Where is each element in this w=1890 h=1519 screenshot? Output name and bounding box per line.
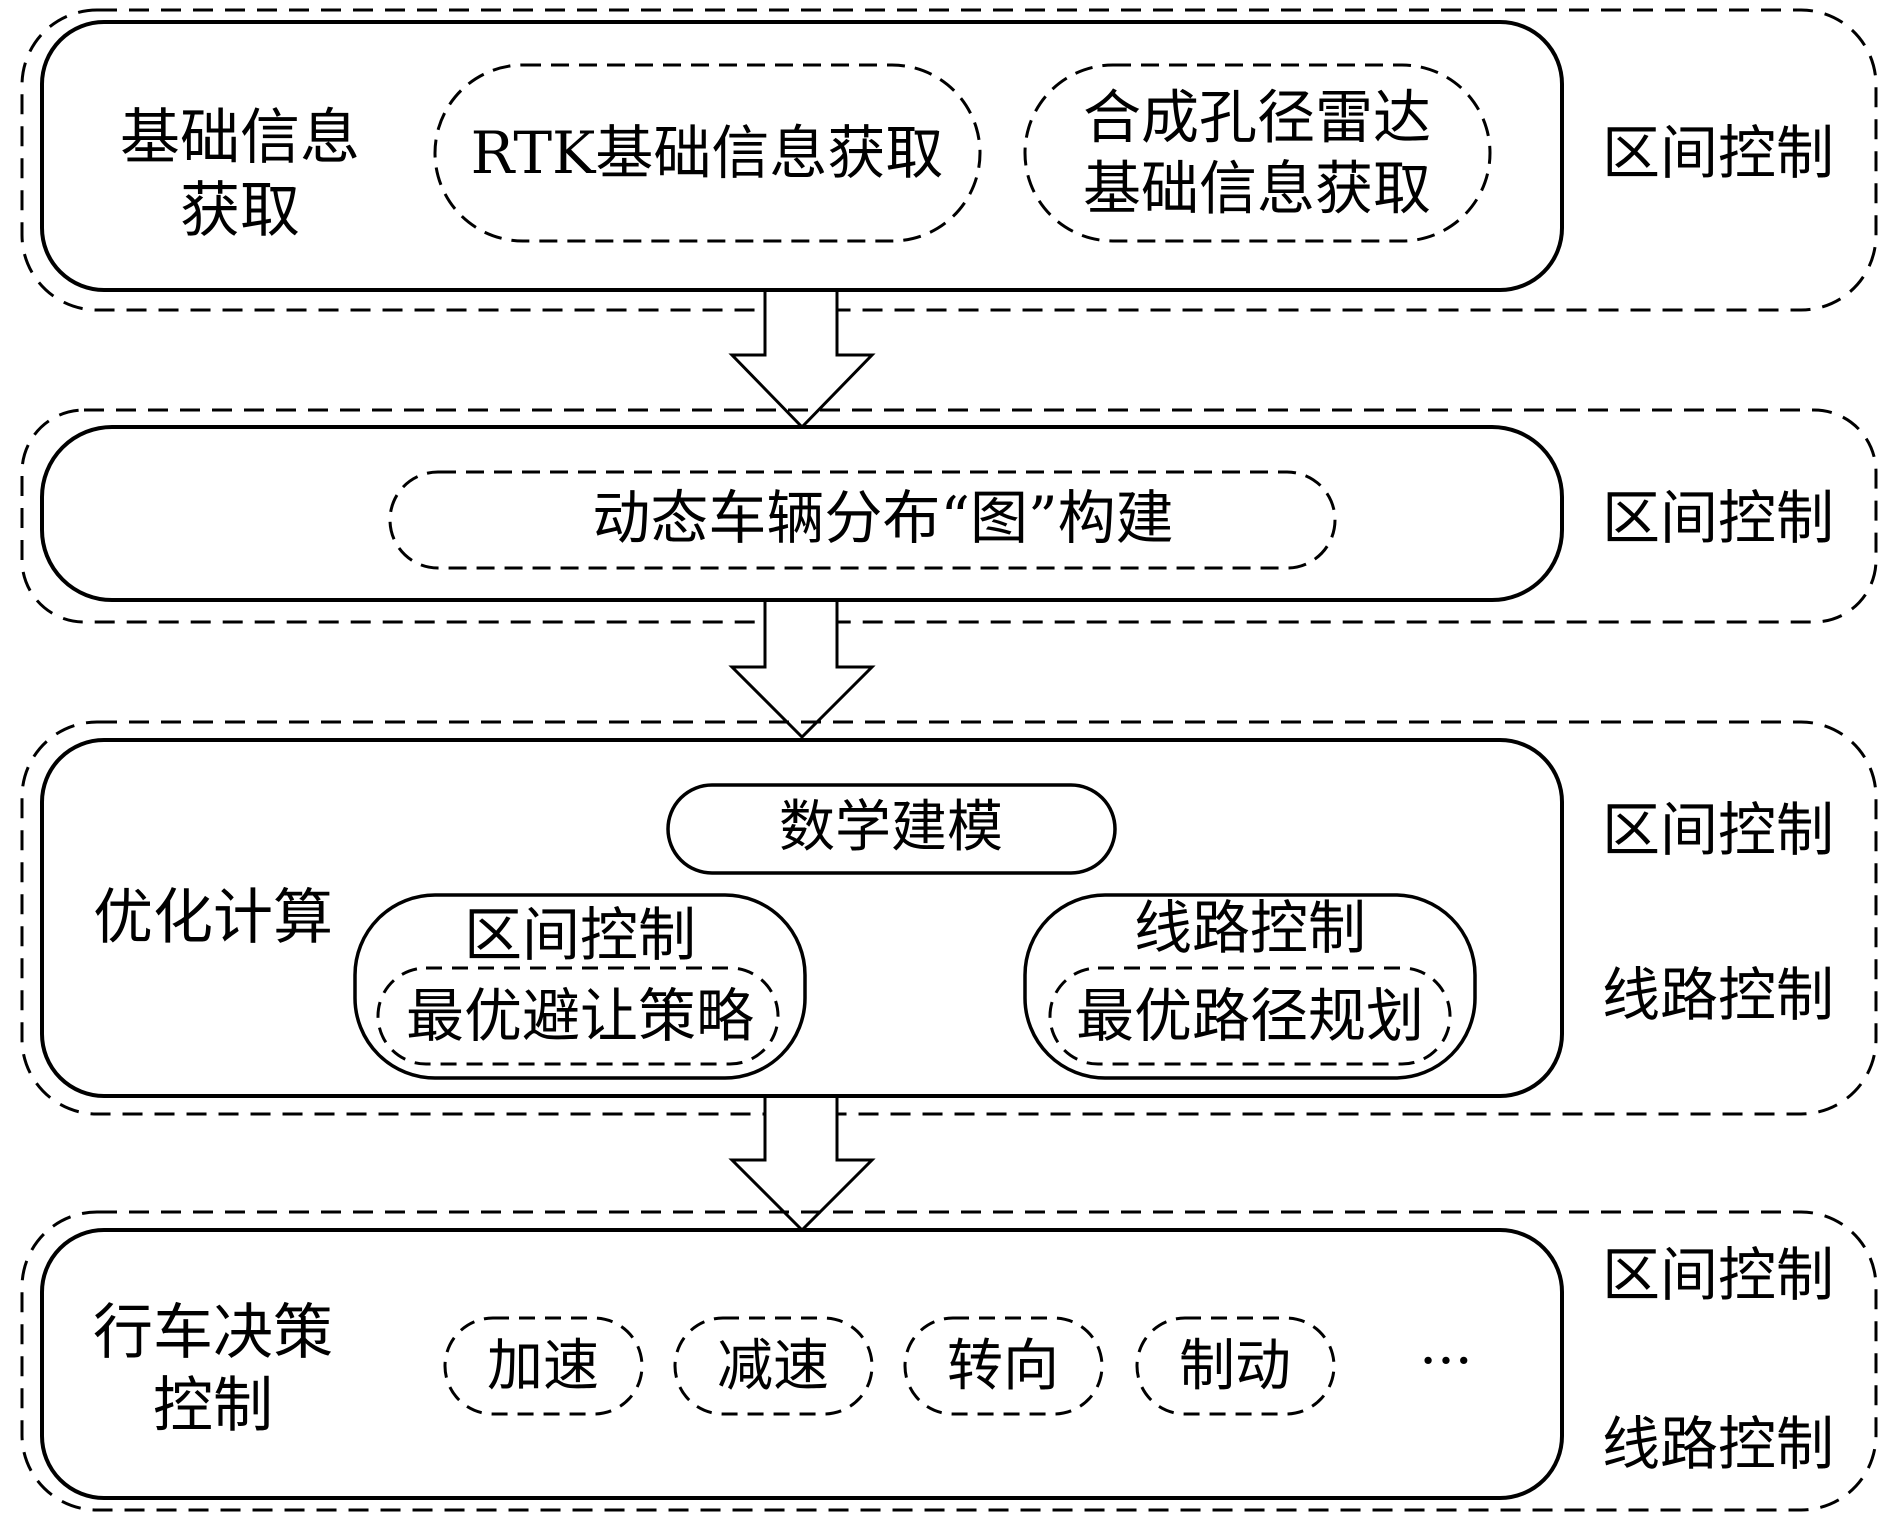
stage2-inner-box — [40, 425, 1564, 602]
stage3-outer-dashed-box — [20, 720, 1878, 1116]
stage4-side-label-bottom: 线路控制 — [1601, 1410, 1835, 1478]
stage4-title: 行车决策 控制 — [93, 1297, 333, 1443]
stage3-side-label-top: 区间控制 — [1601, 796, 1835, 864]
stage1-inner-box — [40, 20, 1564, 292]
stage1-title-line1: 基础信息 — [120, 102, 360, 173]
stage1-sar-line1: 合成孔径雷达 — [1082, 83, 1432, 152]
stage3-left-head: 区间控制 — [463, 901, 697, 969]
stage1-title-line2: 获取 — [180, 176, 300, 246]
stage1-rtk-label: RTK基础信息获取 — [470, 119, 944, 187]
arrow-down-1 — [728, 292, 876, 430]
stage4-title-line2: 控制 — [153, 1371, 273, 1441]
stage3-right-pill — [1023, 893, 1477, 1080]
stage4-inner-box — [40, 1228, 1564, 1500]
stage1-rtk-pill — [433, 63, 982, 243]
stage4-side-label-top: 区间控制 — [1601, 1241, 1835, 1309]
stage3-left-item: 最优避让策略 — [405, 982, 755, 1050]
stage1-title: 基础信息 获取 — [120, 102, 360, 248]
stage4-action-pill-1 — [443, 1316, 644, 1416]
stage1-sar-line2: 基础信息获取 — [1082, 154, 1432, 222]
stage4-ellipsis: ··· — [1419, 1329, 1473, 1394]
stage4-outer-dashed-box — [20, 1210, 1878, 1512]
stage3-right-head: 线路控制 — [1133, 894, 1367, 962]
stage4-action-3: 转向 — [947, 1334, 1059, 1399]
stage4-action-2: 减速 — [717, 1334, 829, 1399]
stage2-item-label: 动态车辆分布“图”构建 — [592, 484, 1174, 552]
stage4-action-1: 加速 — [487, 1334, 599, 1399]
stage4-action-pill-4 — [1135, 1316, 1336, 1416]
stage1-outer-dashed-box — [20, 8, 1878, 312]
stage1-sar-pill — [1023, 63, 1492, 243]
stage4-action-pill-2 — [673, 1316, 874, 1416]
stage2-side-label: 区间控制 — [1601, 484, 1835, 552]
stage2-item-pill — [388, 470, 1337, 570]
stage1-sar-label: 合成孔径雷达 基础信息获取 — [1083, 82, 1431, 224]
arrow-down-3 — [728, 1098, 876, 1233]
stage4-title-line1: 行车决策 — [93, 1297, 333, 1368]
stage2-outer-dashed-box — [20, 408, 1878, 624]
stage3-left-inner-dashed — [376, 966, 780, 1066]
stage4-action-4: 制动 — [1179, 1334, 1291, 1399]
stage3-modeling-pill — [666, 783, 1117, 875]
stage3-inner-box — [40, 738, 1564, 1098]
stage3-title: 优化计算 — [93, 883, 333, 953]
stage3-right-inner-dashed — [1048, 966, 1452, 1066]
stage4-action-pill-3 — [903, 1316, 1104, 1416]
stage3-right-item: 最优路径规划 — [1075, 982, 1425, 1050]
arrow-down-2 — [728, 602, 876, 740]
stage3-left-pill — [353, 893, 807, 1080]
stage1-side-label: 区间控制 — [1601, 119, 1835, 187]
stage3-side-label-bottom: 线路控制 — [1601, 961, 1835, 1029]
stage3-modeling-label: 数学建模 — [779, 795, 1003, 860]
